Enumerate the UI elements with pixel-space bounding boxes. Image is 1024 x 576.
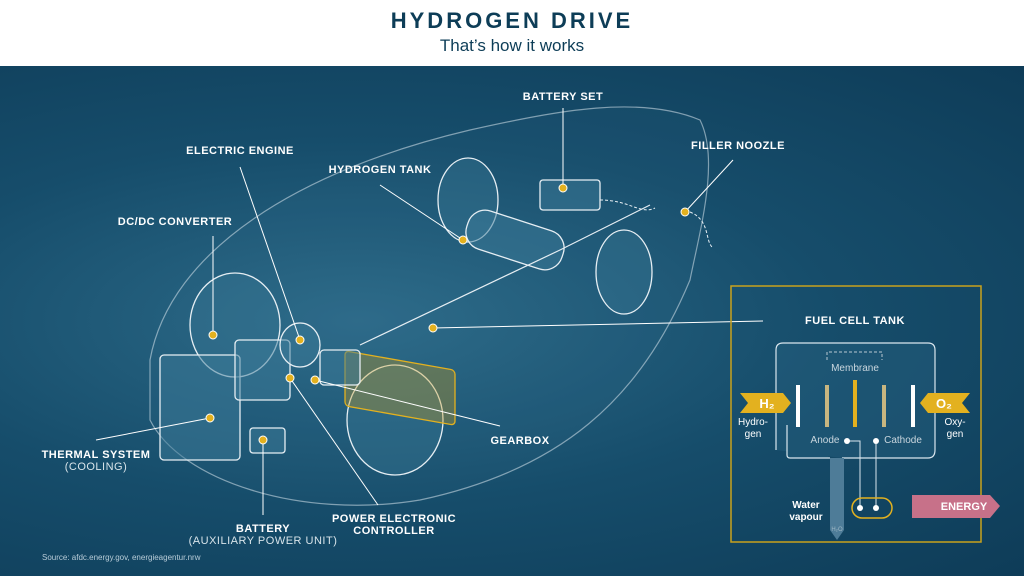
label-thermal-system: THERMAL SYSTEM(COOLING) <box>42 449 151 473</box>
leader-lines <box>95 108 764 515</box>
fuel-cell-panel <box>730 285 982 543</box>
h2-symbol: H₂ <box>759 395 775 411</box>
battery-subtitle: (AUXILIARY POWER UNIT) <box>188 535 338 547</box>
cathode-label: Cathode <box>884 435 922 446</box>
thermal-system-title: THERMAL SYSTEM <box>41 449 151 461</box>
oxygen-label: Oxy-gen <box>944 417 965 441</box>
callout-dots <box>205 183 690 445</box>
hydrogen-line-2: gen <box>744 429 762 440</box>
o2-input-arrow <box>920 393 970 413</box>
diagram-background <box>0 66 1024 576</box>
page-title: HYDROGEN DRIVE <box>390 8 634 33</box>
label-gearbox: GEARBOX <box>490 435 550 447</box>
water-line-2: vapour <box>789 512 823 523</box>
electrodes <box>796 380 915 427</box>
energy-connector <box>851 497 893 519</box>
components <box>159 179 601 461</box>
thermal-system-subtitle: (COOLING) <box>64 461 128 473</box>
source-credit: Source: afdc.energy.gov, energieagentur.… <box>42 553 201 562</box>
label-hydrogen-tank: HYDROGEN TANK <box>328 164 432 176</box>
label-battery: BATTERY(AUXILIARY POWER UNIT) <box>189 523 338 547</box>
water-line-1: Water <box>792 500 820 511</box>
oxygen-line-1: Oxy- <box>944 417 966 428</box>
hydrogen-label: Hydro-gen <box>738 417 768 441</box>
battery-title: BATTERY <box>235 523 291 535</box>
anode-label: Anode <box>810 435 840 446</box>
oxygen-line-2: gen <box>946 429 964 440</box>
label-fuel-cell-tank: FUEL CELL TANK <box>805 315 905 327</box>
membrane-label: Membrane <box>831 363 879 374</box>
label-dcdc-converter: DC/DC CONVERTER <box>117 216 233 228</box>
energy-output-arrow <box>912 495 1000 518</box>
label-electric-engine: ELECTRIC ENGINE <box>186 145 294 157</box>
energy-label: ENERGY <box>940 500 988 513</box>
h2o-label: H₂O <box>831 527 843 533</box>
pec-line-2: CONTROLLER <box>353 525 435 537</box>
o2-symbol: O₂ <box>936 395 952 411</box>
hydrogen-line-1: Hydro- <box>737 417 769 428</box>
label-battery-set: BATTERY SET <box>522 91 604 103</box>
label-filler-noozle: FILLER NOOZLE <box>691 140 785 152</box>
pec-line-1: POWER ELECTRONIC <box>331 513 457 525</box>
page-subtitle: That’s how it works <box>439 36 585 55</box>
h2-input-arrow <box>740 393 791 413</box>
water-vapour-arrow <box>830 458 844 540</box>
header: HYDROGEN DRIVE That’s how it works <box>0 0 1024 66</box>
